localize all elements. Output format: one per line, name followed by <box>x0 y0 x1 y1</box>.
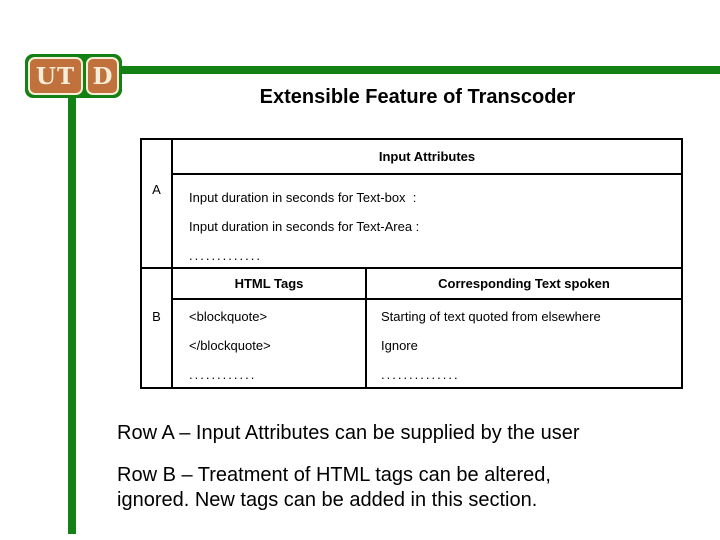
logo-tile-ut: UT <box>28 57 83 95</box>
note-row-a: Row A – Input Attributes can be supplied… <box>117 421 707 445</box>
row-label-b: B <box>142 269 173 389</box>
slide-title: Extensible Feature of Transcoder <box>259 86 576 108</box>
utd-logo: UT D <box>25 54 122 98</box>
tag-blockquote-open: <blockquote> <box>189 309 268 324</box>
text-spoken-header: Corresponding Text spoken <box>367 269 681 300</box>
slide-notes: Row A – Input Attributes can be supplied… <box>117 421 707 513</box>
note-row-b-line-1: Row B – Treatment of HTML tags can be al… <box>117 464 551 486</box>
tag-dots: ............ <box>189 367 257 382</box>
spoken-blockquote-open: Starting of text quoted from elsewhere <box>381 309 601 324</box>
top-accent-bar <box>112 66 720 74</box>
input-attributes-header: Input Attributes <box>173 140 681 175</box>
html-tags-header: HTML Tags <box>173 269 367 300</box>
input-attributes-cell: Input duration in seconds for Text-box :… <box>173 175 681 269</box>
attr-line-textbox: Input duration in seconds for Text-box : <box>189 190 417 205</box>
feature-table: A Input Attributes Input duration in sec… <box>140 138 683 389</box>
row-label-a: A <box>142 140 173 269</box>
note-row-b-line-2: ignored. New tags can be added in this s… <box>117 489 538 511</box>
note-row-a-line: Row A – Input Attributes can be supplied… <box>117 422 580 444</box>
left-accent-bar <box>68 92 76 534</box>
attr-line-dots: ............. <box>189 248 262 263</box>
logo-tile-d: D <box>86 57 119 95</box>
spoken-blockquote-close: Ignore <box>381 338 418 353</box>
html-tags-cell: <blockquote> </blockquote> ............ <box>173 300 367 389</box>
note-row-b: Row B – Treatment of HTML tags can be al… <box>117 463 707 513</box>
text-spoken-cell: Starting of text quoted from elsewhere I… <box>367 300 681 389</box>
attr-line-textarea: Input duration in seconds for Text-Area … <box>189 219 420 234</box>
spoken-dots: .............. <box>381 367 460 382</box>
tag-blockquote-close: </blockquote> <box>189 338 271 353</box>
